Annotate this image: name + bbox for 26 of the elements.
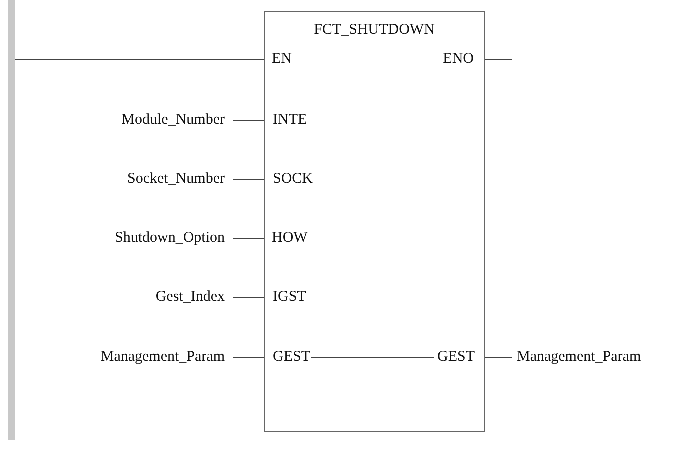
connection-line <box>232 179 266 180</box>
function-block <box>264 11 485 432</box>
connection-line <box>484 357 512 358</box>
variable-label: Management_Param <box>517 348 642 366</box>
variable-label: Socket_Number <box>128 170 225 188</box>
pin-label: INTE <box>265 111 308 129</box>
block-title: FCT_SHUTDOWN <box>313 21 436 39</box>
connection-line <box>484 59 512 60</box>
connection-line <box>232 357 266 358</box>
pin-label: SOCK <box>265 170 314 188</box>
variable-label: Gest_Index <box>156 288 225 306</box>
pin-label: EN <box>265 50 292 68</box>
connection-line <box>14 59 266 60</box>
pin-label: GEST <box>265 348 310 366</box>
variable-label: Management_Param <box>100 348 225 366</box>
connection-line <box>311 357 435 358</box>
connection-line <box>232 238 266 239</box>
connection-line <box>232 297 266 298</box>
pin-label: ENO <box>443 50 484 68</box>
pin-label: IGST <box>265 288 306 306</box>
variable-label: Shutdown_Option <box>114 229 225 247</box>
pin-label: GEST <box>438 348 484 366</box>
variable-label: Module_Number <box>122 111 225 129</box>
pin-label: HOW <box>265 229 308 247</box>
connection-line <box>232 120 266 121</box>
power-rail <box>8 0 15 440</box>
